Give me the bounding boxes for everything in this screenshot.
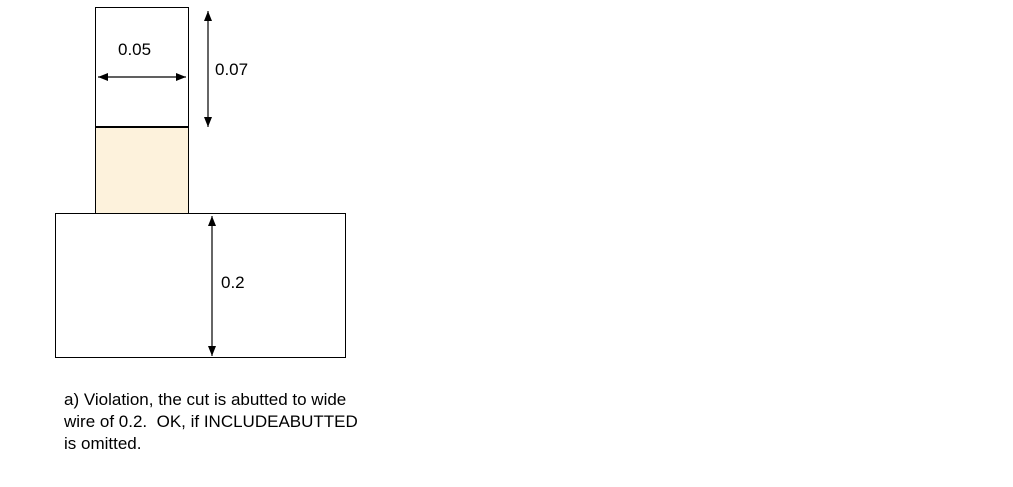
- narrow-wire-rect: [95, 7, 189, 127]
- extension-dimension-label: 0.07: [215, 60, 248, 79]
- caption-line: a) Violation, the cut is abutted to wide: [64, 390, 347, 409]
- cut-rect: [95, 127, 189, 214]
- caption-line: wire of 0.2. OK, if INCLUDEABUTTED: [64, 412, 358, 431]
- figure-caption: a) Violation, the cut is abutted to wide…: [64, 389, 444, 455]
- wide-wire-rect: [55, 213, 346, 358]
- width-dimension-label: 0.05: [118, 40, 151, 59]
- wire-width-dimension-label: 0.2: [221, 273, 245, 292]
- caption-line: is omitted.: [64, 434, 142, 453]
